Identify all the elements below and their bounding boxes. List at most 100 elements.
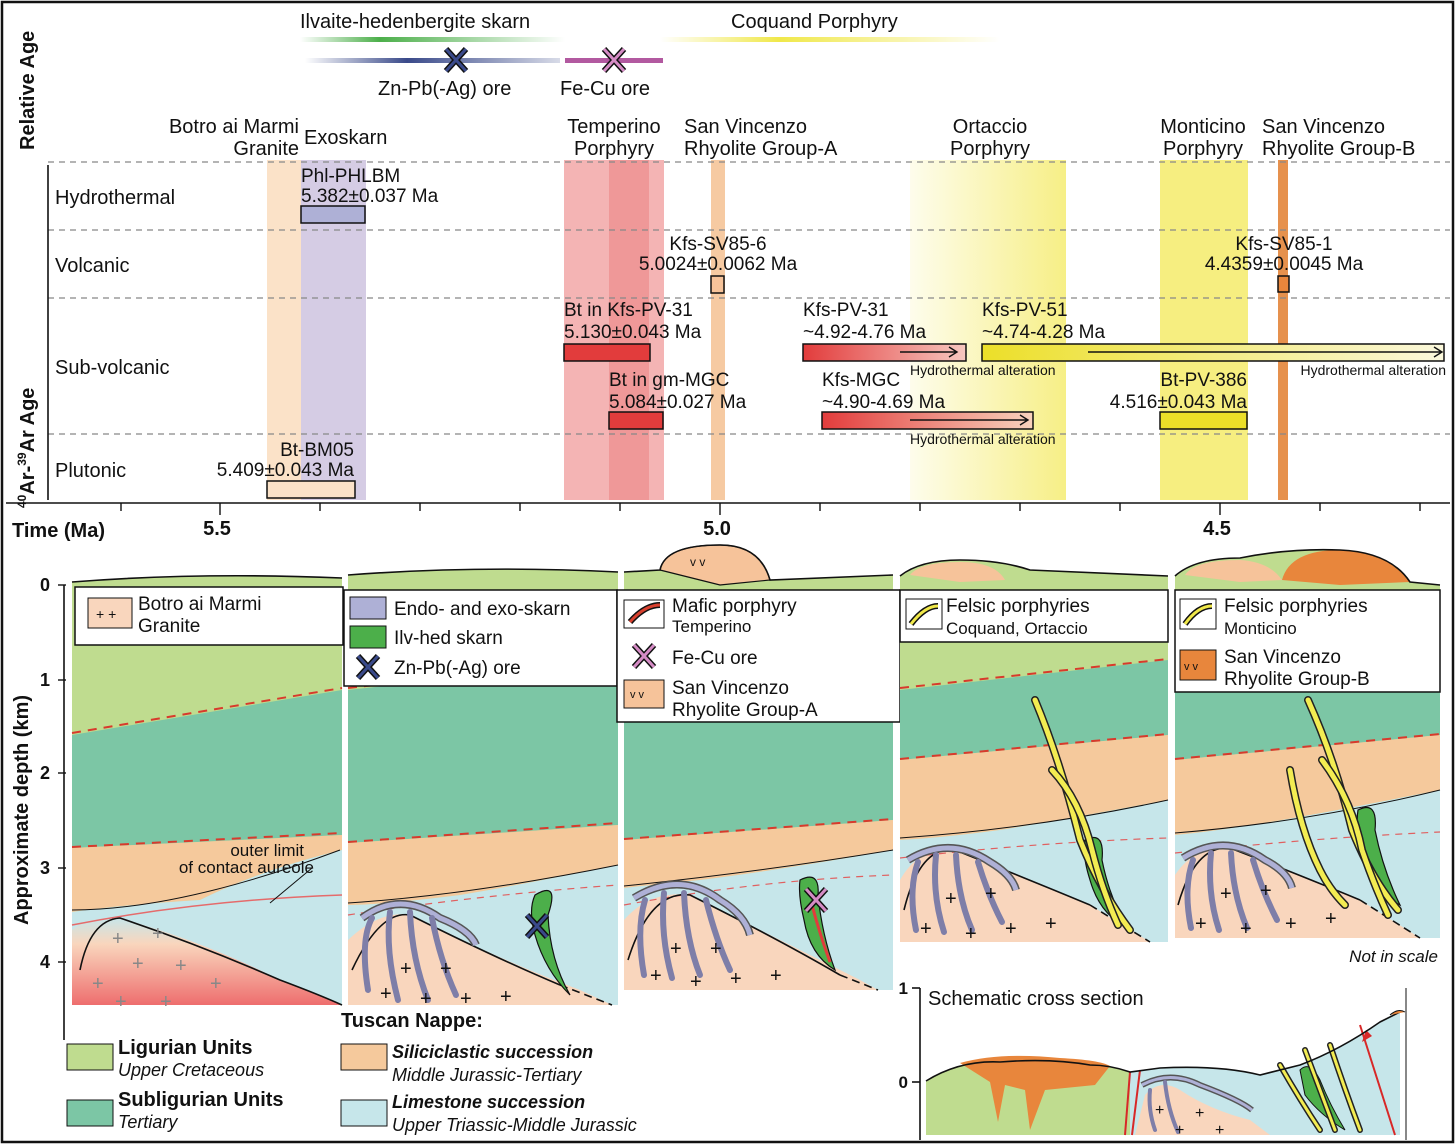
svg-text:+ +: + + xyxy=(96,606,116,622)
svg-text:+: + xyxy=(132,953,144,975)
svg-text:+: + xyxy=(92,973,104,995)
svg-text:+: + xyxy=(1220,883,1232,905)
svg-text:+: + xyxy=(152,923,164,945)
section-panel-2: +++ +++ Endo- and exo-skarn Ilv-hed skar… xyxy=(343,568,619,1010)
cross-section-tick-1: 1 xyxy=(899,979,908,998)
aureole-label-2: of contact aureole xyxy=(179,858,314,877)
svg-text:+: + xyxy=(460,988,472,1010)
coquand-bar xyxy=(660,37,1000,42)
bm05-age: 5.409±0.043 Ma xyxy=(217,460,355,481)
pv386-age-box xyxy=(1159,411,1248,430)
legend-swatch-ligurian xyxy=(66,1043,114,1071)
legend-limestone: Limestone succession xyxy=(392,1092,585,1112)
bm05-age-box xyxy=(266,480,356,499)
svg-text:+: + xyxy=(985,883,997,905)
legend-swatch-siliciclastic xyxy=(340,1043,388,1071)
legend-subligurian-age: Tertiary xyxy=(118,1112,178,1132)
p1-legend-swatch xyxy=(87,597,133,629)
exoskarn-label: Exoskarn xyxy=(304,127,387,149)
p2-legend-box xyxy=(343,589,618,687)
svg-text:+: + xyxy=(500,986,512,1008)
p5-legend-text-felsic-2: Monticino xyxy=(1224,619,1297,638)
znpb-ore-bar xyxy=(305,58,560,63)
svg-text:+: + xyxy=(440,958,452,980)
bt-gm-name: Bt in gm-MGC xyxy=(609,370,729,391)
depth-tick-label: 4 xyxy=(40,952,50,972)
sv856-name: Kfs-SV85-6 xyxy=(669,234,766,255)
sv851-name: Kfs-SV85-1 xyxy=(1235,234,1332,255)
sv851-age: 4.4359±0.0045 Ma xyxy=(1205,254,1364,275)
svg-text:v v: v v xyxy=(690,555,705,569)
temperino-label-1: Temperino xyxy=(567,116,660,138)
p2-legend-swatch-ilv xyxy=(349,625,387,649)
svb-label-1: San Vincenzo xyxy=(1262,116,1385,138)
p5-legend-swatch-rhyolite-b xyxy=(1179,649,1217,681)
legend-subligurian: Subligurian Units xyxy=(118,1089,284,1111)
p1-legend-text-1: Botro ai Marmi xyxy=(138,594,262,615)
mgc-hydro-alt: Hydrothermal alteration xyxy=(910,431,1056,447)
phl-age: 5.382±0.037 Ma xyxy=(301,186,439,207)
bt-kfs-age-box xyxy=(563,343,651,362)
p5-legend-text-felsic-1: Felsic porphyries xyxy=(1224,596,1368,617)
section-panel-4: +++ +++ Felsic porphyries Coquand, Ortac… xyxy=(899,559,1169,945)
pv51-name: Kfs-PV-51 xyxy=(982,300,1068,321)
not-in-scale-label: Not in scale xyxy=(1349,947,1438,966)
p2-legend-text-ilv: Ilv-hed skarn xyxy=(394,628,503,649)
svg-text:+: + xyxy=(730,968,742,990)
svg-text:+: + xyxy=(400,958,412,980)
svg-text:+: + xyxy=(175,955,187,977)
botro-label-2: Granite xyxy=(233,138,299,160)
ortaccio-label-2: Porphyry xyxy=(950,138,1030,160)
svg-text:+: + xyxy=(710,938,722,960)
pv31-name: Kfs-PV-31 xyxy=(803,300,889,321)
p2-legend-text-ore: Zn-Pb(-Ag) ore xyxy=(394,658,521,679)
pickaxe-icon xyxy=(355,653,381,681)
relative-age-axis-label: Relative Age xyxy=(17,31,39,150)
temperino-label-2: Porphyry xyxy=(574,138,654,160)
ortaccio-label-1: Ortaccio xyxy=(953,116,1027,138)
svg-text:+: + xyxy=(945,888,957,910)
legend-ligurian-age: Upper Cretaceous xyxy=(118,1060,264,1080)
depth-tick-label: 1 xyxy=(40,670,50,690)
pickaxe-icon xyxy=(443,46,469,74)
legend-swatch-limestone xyxy=(340,1099,388,1127)
mgc-arrow xyxy=(910,414,1030,426)
pickaxe-icon xyxy=(601,46,627,74)
pickaxe-icon xyxy=(631,642,657,670)
pv51-hydro-alt: Hydrothermal alteration xyxy=(1300,362,1446,378)
svg-text:+: + xyxy=(965,923,977,945)
svg-text:+: + xyxy=(115,991,127,1013)
p4-legend-text-2: Coquand, Ortaccio xyxy=(946,619,1088,638)
p4-legend-text-1: Felsic porphyries xyxy=(946,596,1090,617)
svg-text:+: + xyxy=(210,973,222,995)
mgc-name: Kfs-MGC xyxy=(822,370,900,391)
svg-text:+: + xyxy=(420,988,432,1010)
p2-legend-text-skarn: Endo- and exo-skarn xyxy=(394,599,570,620)
temperino-band-core xyxy=(609,160,649,500)
bm05-name: Bt-BM05 xyxy=(280,440,354,461)
aureole-label-1: outer limit xyxy=(230,841,304,860)
p3-legend-swatch-rhyolite-a xyxy=(623,679,665,709)
svb-label-2: Rhyolite Group-B xyxy=(1262,138,1415,160)
pv31-arrow xyxy=(900,346,959,358)
svg-text:+: + xyxy=(1215,1122,1224,1139)
ar-age-axis-label: 40Ar-39Ar Age xyxy=(15,388,39,508)
pv51-age: ~4.74-4.28 Ma xyxy=(982,322,1105,343)
pv51-arrow xyxy=(1088,346,1444,358)
depth-ticks xyxy=(58,584,66,963)
row-label-volcanic: Volcanic xyxy=(55,255,130,277)
svg-text:+: + xyxy=(1005,918,1017,940)
ortaccio-band xyxy=(910,160,1066,500)
row-label-subvolcanic: Sub-volcanic xyxy=(55,357,170,379)
fecu-ore-label: Fe-Cu ore xyxy=(560,78,650,100)
pv31-age-box xyxy=(802,343,967,362)
section-panel-5: +++ +++ Felsic porphyries Monticino v v … xyxy=(1174,548,1441,940)
p5-legend-text-rhyolite-2: Rhyolite Group-B xyxy=(1224,669,1370,690)
legend-siliciclastic-age: Middle Jurassic-Tertiary xyxy=(392,1065,582,1085)
depth-tick-label: 0 xyxy=(40,575,50,595)
svg-text:v v: v v xyxy=(1184,661,1199,673)
ilvaite-skarn-bar xyxy=(300,37,565,42)
svg-text:+: + xyxy=(112,928,124,950)
znpb-ore-label: Zn-Pb(-Ag) ore xyxy=(378,78,511,100)
sv851-age-box xyxy=(1277,275,1290,293)
